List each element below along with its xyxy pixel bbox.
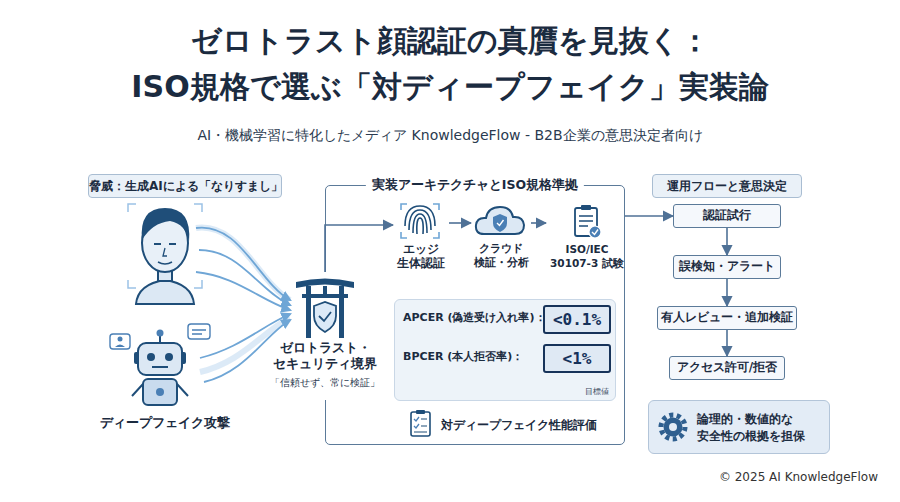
process-icon-box: エッジ 生体認証: [393, 204, 449, 276]
fingerprint-icon: [401, 204, 439, 238]
flow-arrow: [325, 225, 393, 272]
node-label: 論理的・数値的な 安全性の根拠を担保: [697, 411, 825, 445]
node-label: <0.1%: [545, 307, 609, 332]
node-label: ISO/IEC 30107-3 試験: [546, 242, 628, 270]
flow-step: アクセス許可/拒否: [669, 356, 785, 380]
page-title: ゼロトラスト顔認証の真贋を見抜く： ISO規格で選ぶ「対ディープフェイク」実装論: [100, 18, 800, 110]
node-label: エッジ 生体認証: [393, 242, 449, 270]
flow-arrow: [449, 222, 471, 224]
human-face-icon: [128, 204, 202, 304]
node-label: APCER (偽造受け入れ率)：: [403, 310, 546, 325]
node-label: 目標値: [585, 387, 609, 397]
cloud-icon: [476, 207, 524, 234]
node-label: アクセス許可/拒否: [670, 357, 784, 378]
flow-arrow: [726, 228, 728, 255]
node-label: <1%: [545, 346, 609, 371]
section-header: 脅威：生成AIによる「なりすまし」: [88, 174, 282, 198]
node-label: 「信頼せず、常に検証」: [262, 376, 388, 390]
node-label: 認証試行: [674, 205, 780, 226]
illustration-label: ディープフェイク攻撃: [80, 414, 250, 432]
metric-value-box: <1%: [543, 344, 611, 373]
flow-arrow: [726, 279, 728, 306]
certificate-icon: [575, 205, 601, 238]
process-icon-box: ISO/IEC 30107-3 試験: [546, 204, 628, 276]
node-label: ゼロトラスト・ セキュリティ境界: [268, 340, 382, 372]
node-label: 有人レビュー・追加検証: [658, 307, 796, 328]
node-label: 対ディープフェイク性能評価: [441, 414, 611, 436]
metrics-panel: APCER (偽造受け入れ率)： BPCER (本人拒否率)： 目標値 <0.1% <1…: [394, 299, 616, 401]
metric-value-box: <0.1%: [543, 305, 611, 334]
subtitle: AI・機械学習に特化したメディア KnowledgeFlow - B2B企業の意…: [0, 127, 900, 145]
robot-icon: [110, 324, 210, 405]
node-label: BPCER (本人拒否率)：: [403, 349, 523, 364]
copyright-note: © 2025 AI KnowledgeFlow: [650, 470, 878, 484]
security-boundary: ゼロトラスト・ セキュリティ境界「信頼せず、常に検証」: [262, 272, 388, 400]
flow-step: 有人レビュー・追加検証: [657, 306, 797, 330]
flow-step: 誤検知・アラート: [673, 255, 781, 279]
evaluation-item: 対ディープフェイク性能評価: [441, 414, 611, 436]
node-label: 実装アーキテクチャとISO規格準拠: [366, 177, 584, 193]
assurance-box: 論理的・数値的な 安全性の根拠を担保: [648, 400, 830, 454]
flow-arrow: [625, 215, 673, 217]
process-icon-box: クラウド 検証・分析: [471, 204, 531, 276]
node-label: 脅威：生成AIによる「なりすまし」: [89, 175, 281, 197]
flow-arrow: [531, 222, 546, 224]
flow-arrow: [726, 330, 728, 356]
section-header: 運用フローと意思決定: [652, 174, 802, 198]
node-label: 誤検知・アラート: [674, 256, 780, 277]
node-label: クラウド 検証・分析: [471, 242, 531, 270]
checklist-icon: [411, 410, 430, 436]
node-label: 運用フローと意思決定: [653, 175, 801, 197]
flow-step: 認証試行: [673, 204, 781, 228]
